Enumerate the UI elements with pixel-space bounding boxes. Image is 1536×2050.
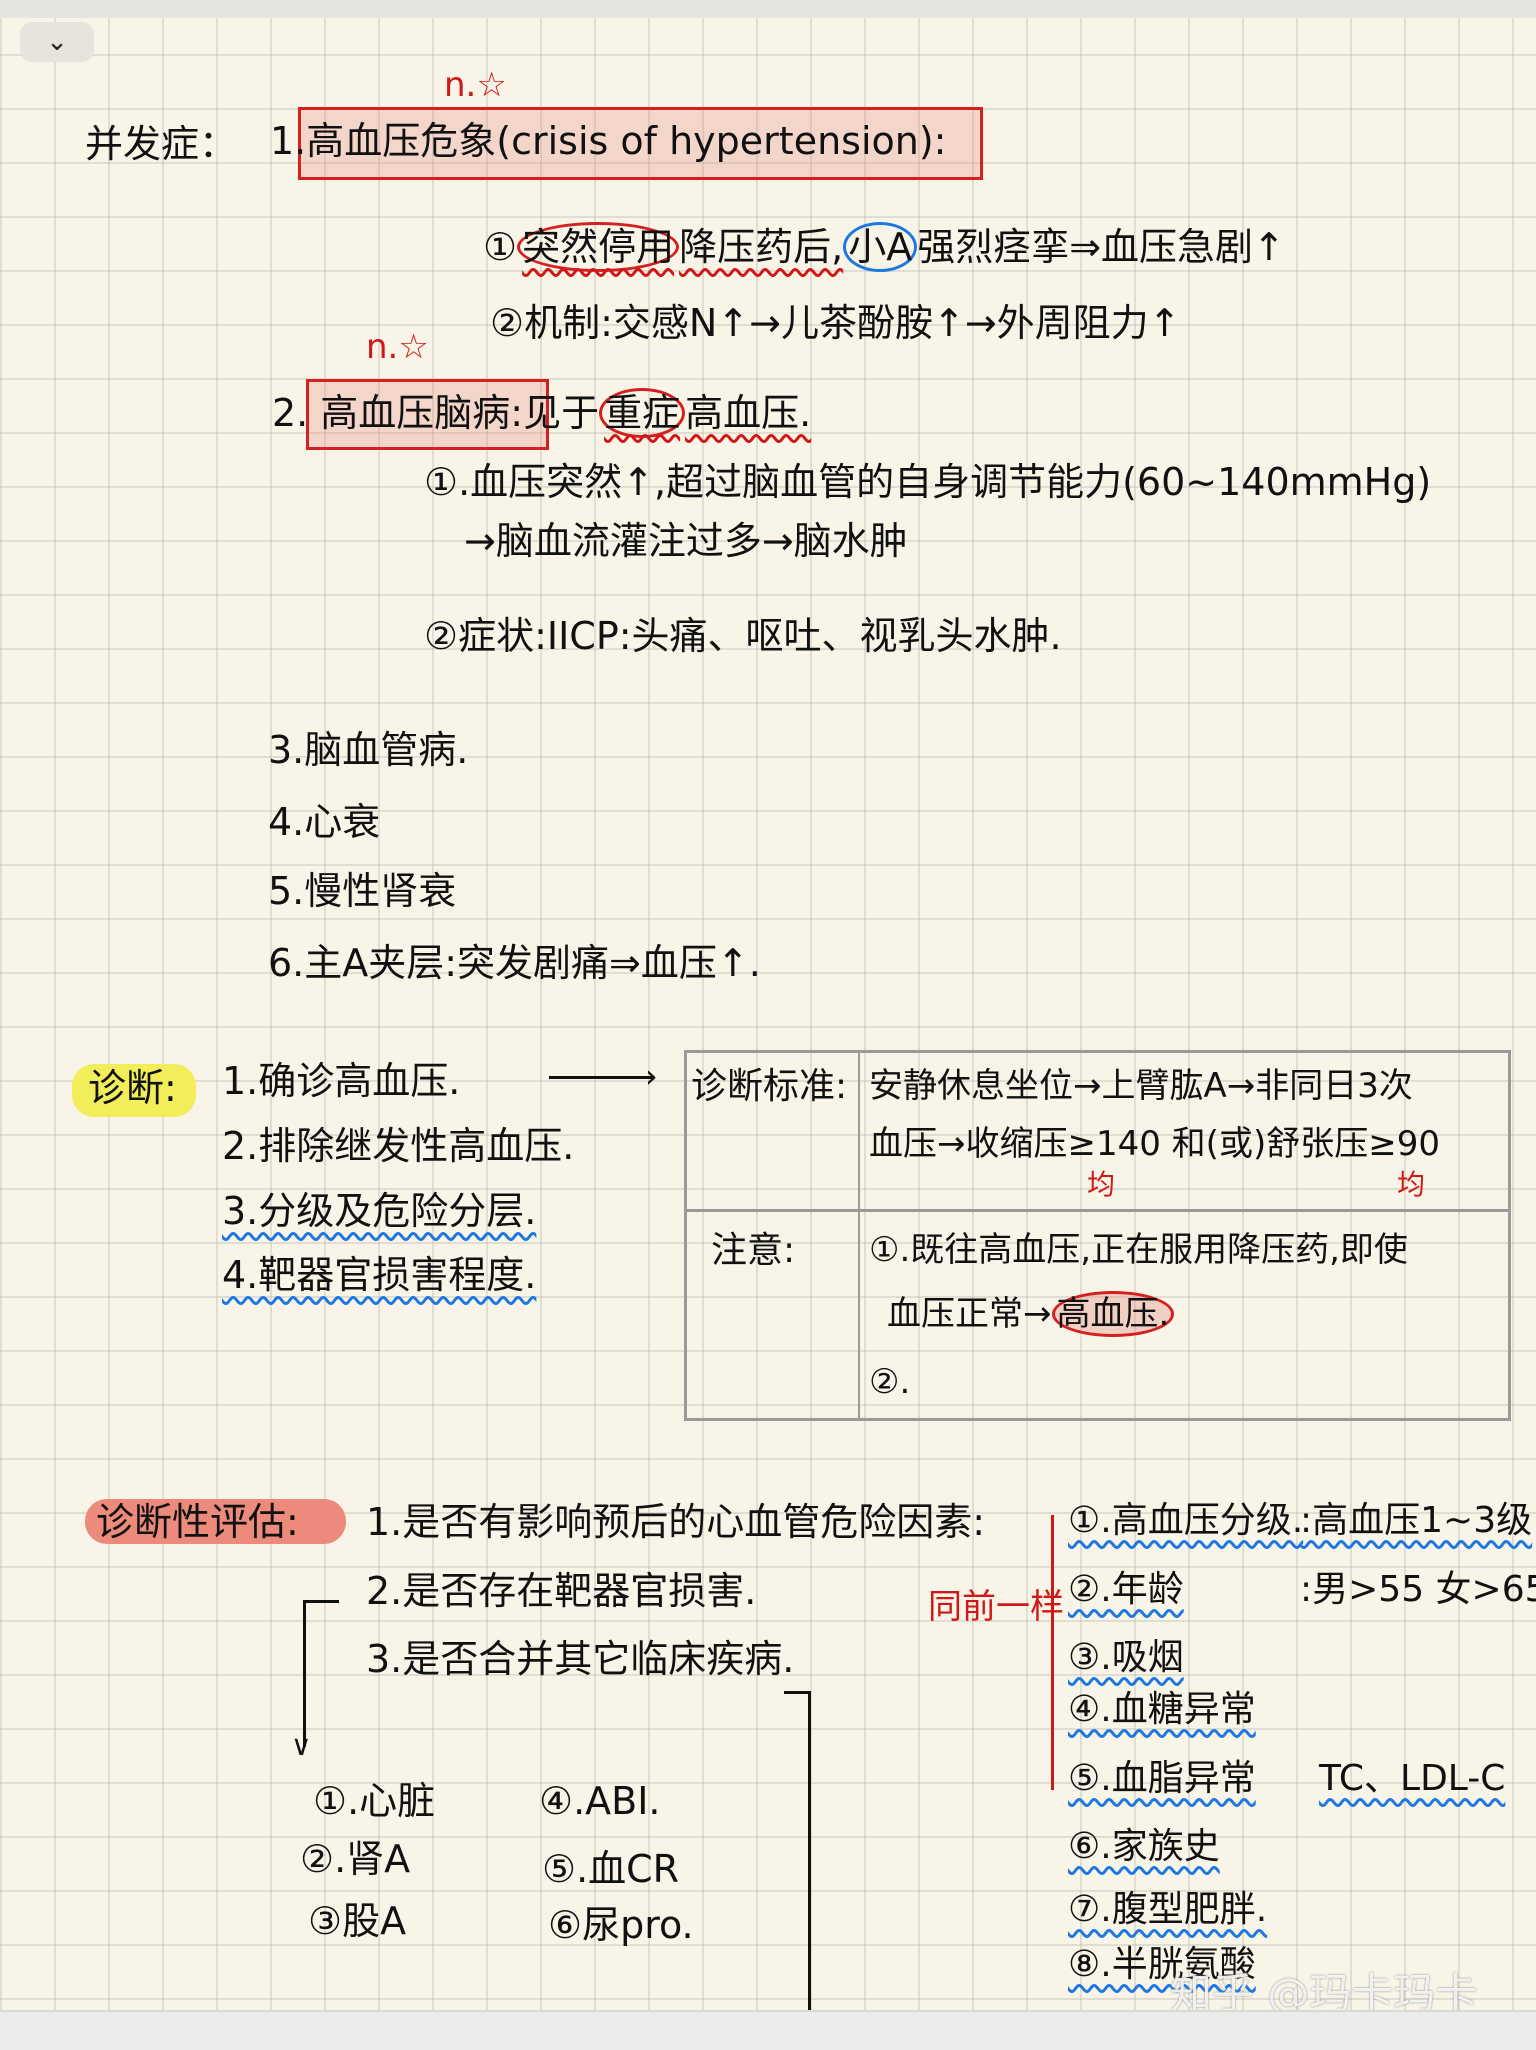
text: 血压正常→ [887,1294,1052,1334]
evaluation-item: 3.是否合并其它临床疾病. [366,1637,795,1681]
diagnosis-item: 3.分级及危险分层. [222,1189,537,1233]
row2-line1: ①.既往高血压,正在服用降压药,即使 [869,1230,1408,1270]
diagnosis-item: 4.靶器官损害程度. [222,1253,537,1297]
evaluation-item: 2.是否存在靶器官损害. [366,1569,757,1613]
organ-item: ④.ABI. [539,1779,661,1823]
text: 降压药后, [679,225,844,269]
num: 2. [272,391,309,435]
arrow-right-icon: › [645,1057,658,1095]
risk-factor: ①.高血压分级. [1068,1500,1304,1541]
evaluation-item: 1.是否有影响预后的心血管危险因素: [366,1500,986,1544]
complications-heading: 并发症： [85,122,238,166]
row2-line3: ②. [869,1362,911,1402]
row2-line2: 血压正常→高血压. [887,1291,1175,1337]
bracket-line [303,1600,339,1603]
risk-factor: ⑧.半胱氨酸 [1068,1944,1256,1985]
diagnosis-item: 2.排除继发性高血压. [222,1124,575,1168]
top-bar [0,0,1536,18]
column-divider [858,1053,860,1418]
risk-factor: ④.血糖异常 [1068,1689,1256,1730]
title: 高血压脑病 [320,391,511,435]
important-mark: n.☆ [444,65,507,105]
item4: 4.心衰 [268,800,381,844]
collapse-button[interactable]: ⌄ [20,22,94,62]
highlight-box [298,107,983,180]
arrow-down-icon: ∨ [291,1729,312,1762]
important-mark: n.☆ [366,327,429,367]
risk-factor: ⑤.血脂异常 [1068,1758,1256,1799]
item1-title: 1.高血压危象(crisis of hypertension): [270,119,947,163]
side-note: 同前一样 [928,1587,1064,1627]
text: 强烈痉挛⇒血压急剧↑ [917,225,1285,269]
bracket-line [808,1691,811,2011]
risk-factor: ②.年龄 [1068,1569,1184,1610]
item6: 6.主A夹层:突发剧痛⇒血压↑. [268,941,761,985]
text: :见于 [510,391,600,435]
item2-sub2: ②症状:ⅠICP:头痛、呕吐、视乳头水肿. [424,614,1062,658]
row1-line1: 安静休息坐位→上臂肱A→非同日3次 [869,1066,1413,1106]
circled-text: 小A [843,222,918,272]
item2-sub1-line1: ①.血压突然↑,超过脑血管的自身调节能力(60~140mmHg) [424,460,1432,504]
organ-item: ①.心脏 [313,1779,436,1823]
item2-title: 2.高血压脑病:见于重症高血压. [272,388,812,438]
bracket-line [303,1600,306,1747]
circled-text: 高血压. [1051,1291,1175,1337]
bracket-line [784,1691,810,1694]
risk-note-lipid: TC、LDL-C [1319,1758,1506,1799]
organ-item: ②.肾A [300,1837,411,1881]
diagnosis-heading: 诊断: [88,1066,177,1110]
arrow-line [549,1076,653,1079]
item2-sub1-line2: →脑血流灌注过多→脑水肿 [464,519,908,563]
diagnosis-item: 1.确诊高血压. [222,1059,461,1103]
row-divider [687,1209,1508,1212]
item3: 3.脑血管病. [268,728,469,772]
num: ① [483,225,518,269]
red-bracket-line [1051,1515,1054,1790]
note: 均 [1087,1168,1116,1201]
watermark: 知乎 @玛卡玛卡 [1170,1969,1478,2018]
row1-line2: 血压→收缩压≥140 和(或)舒张压≥90 [869,1124,1440,1164]
organ-item: ③股A [308,1899,407,1943]
item1-sub2: ②机制:交感N↑→儿茶酚胺↑→外周阻力↑ [490,301,1181,345]
circled-text: 突然停用 [517,222,680,272]
note: 均 [1397,1168,1426,1201]
row2-label: 注意: [711,1230,796,1271]
risk-factor: ⑦.腹型肥胖. [1068,1889,1268,1930]
row1-label: 诊断标准: [691,1066,848,1107]
yellow-highlight [72,1064,196,1117]
risk-factor: ③.吸烟 [1068,1637,1184,1678]
risk-note-grade: :高血压1~3级 [1300,1500,1533,1541]
organ-item: ⑥尿pro. [548,1903,694,1947]
risk-note-age: :男>55 女>65 [1300,1569,1536,1610]
risk-factor: ⑥.家族史 [1068,1826,1220,1867]
diagnosis-table: 诊断标准: 安静休息坐位→上臂肱A→非同日3次 血压→收缩压≥140 和(或)舒… [684,1050,1511,1421]
item5: 5.慢性肾衰 [268,869,457,913]
text: 高血压. [685,391,812,435]
chevron-down-icon: ⌄ [46,27,68,57]
evaluation-heading: 诊断性评估: [96,1500,299,1544]
highlight-box [306,379,549,450]
circled-text: 重症 [599,388,686,438]
red-highlight [85,1499,346,1544]
organ-item: ⑤.血CR [542,1847,680,1891]
bottom-bar [0,2010,1536,2050]
